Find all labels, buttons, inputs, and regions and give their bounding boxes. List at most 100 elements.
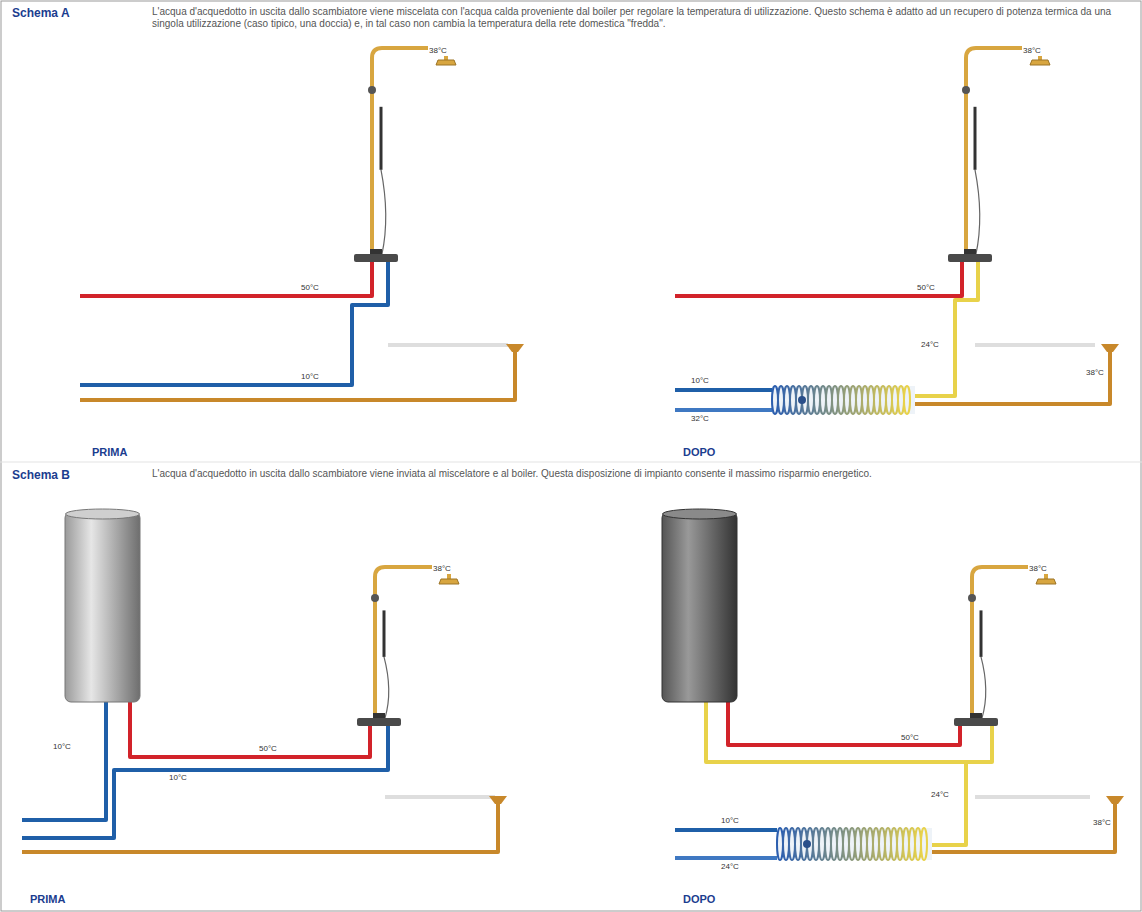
cold-pipe [22, 700, 106, 820]
hand-shower [383, 610, 386, 657]
temperature: 24°C [920, 340, 940, 350]
boiler [65, 512, 140, 702]
exchanger-joint [798, 396, 806, 404]
shower-symbol [948, 48, 1050, 262]
shower-knob [968, 594, 976, 602]
temperature: 50°C [300, 283, 320, 293]
panel-label: DOPO [683, 893, 715, 905]
shower-head [439, 579, 459, 584]
description: L'acqua d'acquedotto in uscita dallo sca… [152, 468, 1127, 480]
tray [385, 795, 495, 799]
exchanger-body [772, 386, 915, 414]
preheated-pipe [932, 762, 966, 845]
temperature: 10°C [300, 372, 320, 382]
drain-funnel [506, 344, 524, 352]
heat-exchanger [777, 828, 932, 860]
shower-hose [384, 657, 389, 718]
boiler [662, 512, 737, 702]
tray [388, 343, 508, 347]
mixer-knob [370, 249, 382, 254]
preheated-pipe [915, 262, 978, 396]
temperature: 38°C [432, 564, 452, 574]
shower-head [436, 60, 456, 65]
cold-pipe [675, 828, 777, 832]
tray [975, 795, 1090, 799]
mixer-knob [964, 249, 976, 254]
heat-exchanger [772, 386, 915, 414]
shower-column [375, 567, 449, 722]
exchanger-joint [803, 840, 811, 848]
coil-winding [904, 386, 910, 414]
temperature: 24°C [720, 862, 740, 872]
shower-knob [962, 86, 970, 94]
temperature: 38°C [1022, 46, 1042, 56]
temperature: 38°C [428, 46, 448, 56]
scheme-title: Schema B [12, 468, 70, 482]
hot-pipe [130, 700, 370, 757]
mixer [357, 718, 401, 726]
drain-pipe [22, 802, 498, 852]
exchanger-body [777, 828, 932, 860]
panel-label: PRIMA [92, 446, 127, 458]
mixer [354, 254, 398, 262]
shower-hose [975, 170, 980, 254]
shower-symbol [357, 567, 459, 726]
drain-funnel [1101, 344, 1119, 352]
shower-column [966, 48, 1040, 258]
mixer-knob [373, 713, 385, 718]
hot-pipe [80, 262, 372, 296]
cold-pipe [675, 856, 777, 860]
temperature: 50°C [258, 744, 278, 754]
temperature: 10°C [690, 376, 710, 386]
temperature: 32°C [690, 414, 710, 424]
temperature: 10°C [52, 742, 72, 752]
shower-knob [371, 594, 379, 602]
drain-pipe [932, 802, 1115, 852]
shower-column [372, 48, 446, 258]
preheated-pipe [706, 700, 992, 762]
panel-label: DOPO [683, 446, 715, 458]
temperature: 50°C [916, 283, 936, 293]
mixer-knob [970, 713, 982, 718]
mixer [954, 718, 998, 726]
hand-shower [380, 107, 383, 170]
shower-head [1036, 579, 1056, 584]
cold-pipe [675, 408, 772, 412]
shower-symbol [954, 567, 1056, 726]
temperature: 10°C [168, 773, 188, 783]
mixer [948, 254, 992, 262]
hot-pipe [728, 700, 960, 745]
panel-label: PRIMA [30, 893, 65, 905]
description: L'acqua d'acquedotto in uscita dallo sca… [152, 6, 1127, 30]
boiler-top [66, 509, 140, 519]
temperature: 50°C [900, 733, 920, 743]
coil-winding [921, 828, 927, 860]
divider [0, 462, 1142, 463]
boiler-top [663, 509, 737, 519]
shower-hose [981, 657, 986, 718]
shower-column [972, 567, 1046, 722]
temperature: 38°C [1028, 564, 1048, 574]
shower-head [1030, 60, 1050, 65]
temperature: 10°C [720, 816, 740, 826]
shower-hose [381, 170, 386, 254]
temperature: 24°C [930, 790, 950, 800]
shower-symbol [354, 48, 456, 262]
drain-pipe [80, 350, 515, 400]
temperature: 38°C [1085, 368, 1105, 378]
cold-pipe [80, 262, 388, 385]
scheme-title: Schema A [12, 6, 70, 20]
cold-pipe [22, 726, 388, 838]
temperature: 38°C [1092, 818, 1112, 828]
drain-pipe [915, 350, 1110, 404]
shower-knob [368, 86, 376, 94]
cold-pipe [675, 388, 772, 392]
drain-funnel [1106, 796, 1124, 804]
tray [975, 343, 1095, 347]
drain-funnel [489, 796, 507, 804]
hand-shower [974, 107, 977, 170]
hot-pipe [675, 262, 962, 296]
hand-shower [980, 610, 983, 657]
